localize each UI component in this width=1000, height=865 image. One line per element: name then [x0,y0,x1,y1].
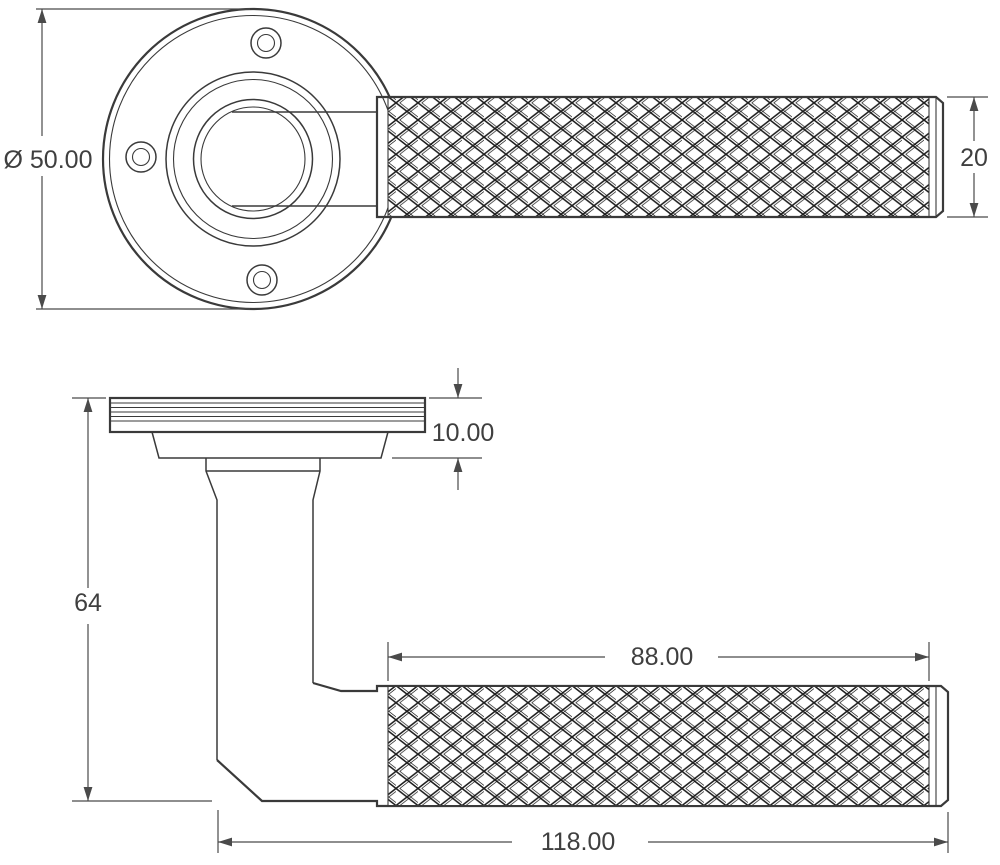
screw-hole-top [250,27,282,59]
rose-outer-edge [101,7,405,311]
dim-overall-length: 118.00 [217,810,949,856]
handle-stem [205,458,321,760]
rose-flange-grooves [110,402,425,422]
rose-diameter-label: Ø 50.00 [4,146,93,174]
rose-thickness-label: 10.00 [432,419,495,447]
screw-hole-bottom [246,264,278,296]
front-view: Ø 50.00 20 [4,7,988,311]
dim-grip-diameter: 20 [947,96,988,218]
dim-projection: 64 [72,397,212,802]
rose-ring-outer [165,71,341,247]
screw-hole-left [125,141,157,173]
overall-length-label: 118.00 [541,828,616,856]
projection-label: 64 [74,589,102,617]
rose-flange [108,396,427,434]
dim-rose-diameter: Ø 50.00 [4,8,250,310]
grip-edge-lines [387,97,937,217]
grip-knurl-texture [388,98,929,216]
lever-body [216,681,950,808]
side-view: 10.00 64 88.00 118.00 [72,368,950,856]
lever-knurl-texture [388,687,929,805]
lever-edge-lines [387,686,937,806]
dim-rose-thickness: 10.00 [392,368,494,490]
rose-outer-fillet [108,14,398,304]
lever-neck [232,111,377,207]
grip-length-label: 88.00 [631,643,694,671]
rose-ring-inner [172,78,334,240]
rose-face [101,7,405,311]
dim-grip-length: 88.00 [387,642,930,681]
rose-collar [151,431,389,459]
grip-diameter-label: 20 [960,144,988,172]
rose-boss-outer [192,98,314,220]
rose-boss-inner [200,106,306,212]
